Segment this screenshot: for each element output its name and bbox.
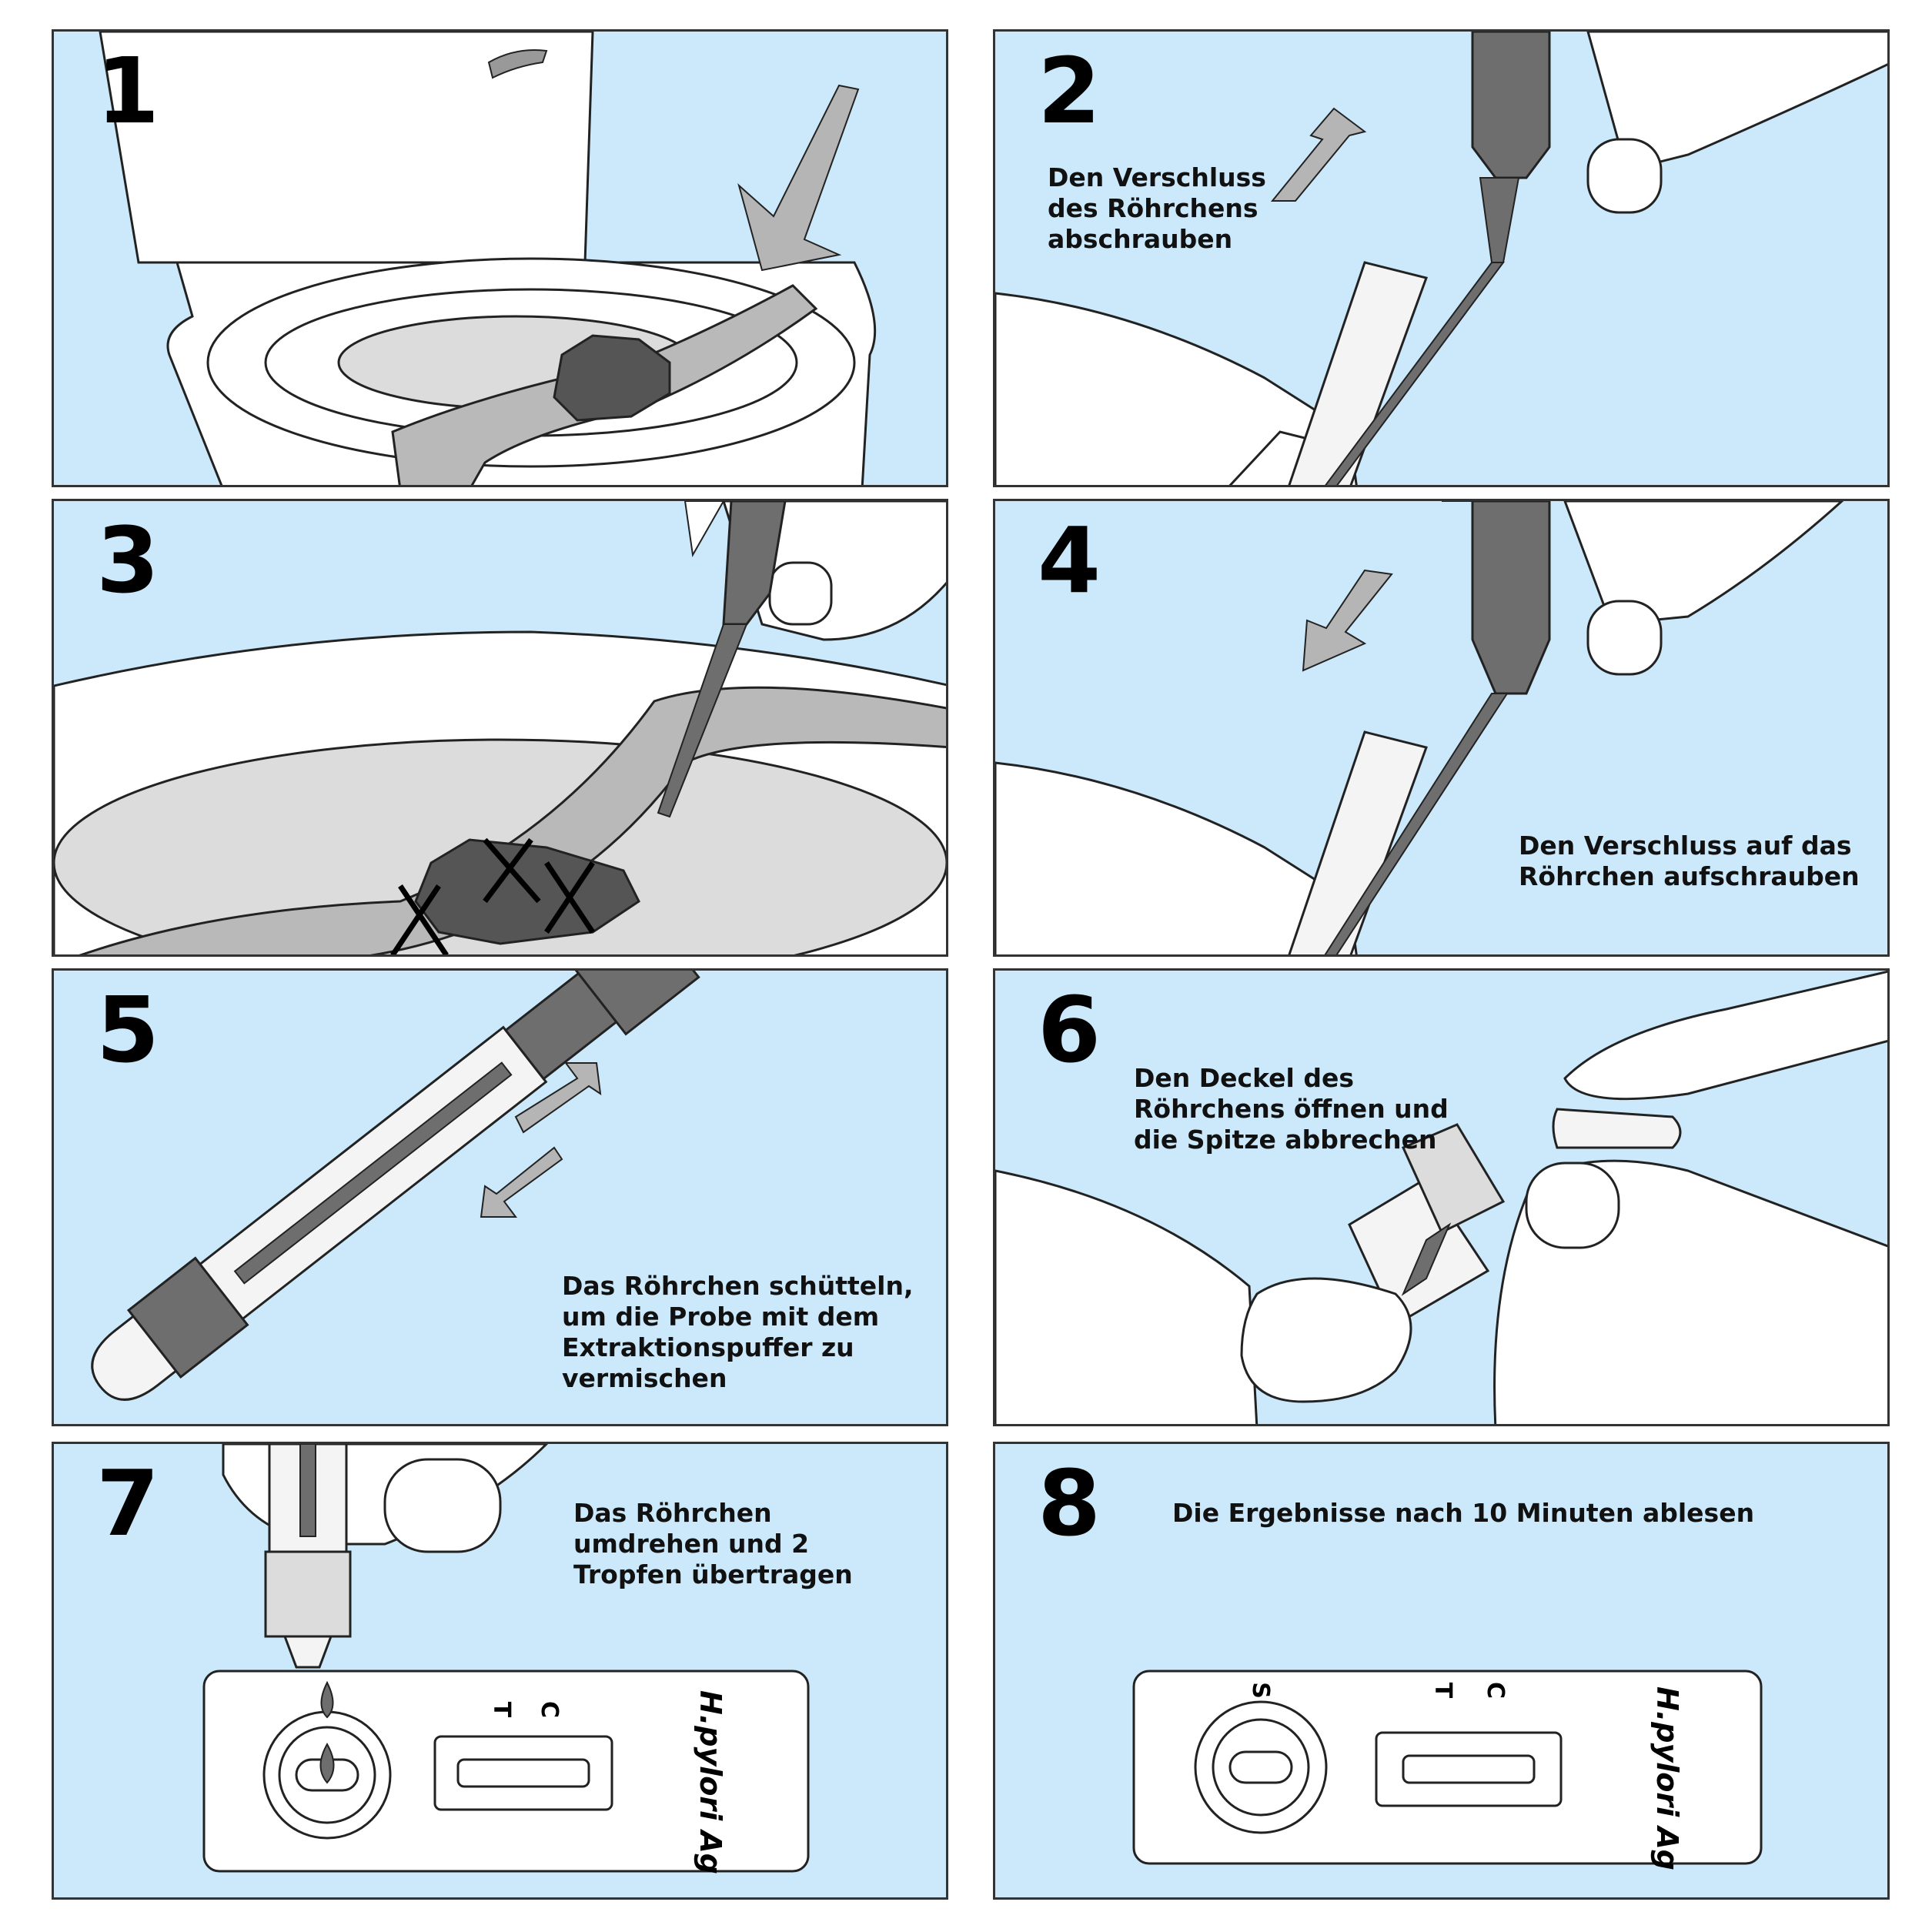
step-1-panel: 1	[52, 29, 948, 487]
up-arrow	[514, 1062, 602, 1134]
down-arrow	[480, 1146, 563, 1218]
down-arrow	[737, 84, 860, 272]
stool-sample	[553, 334, 671, 422]
step-text: Den Verschluss des Röhrchens abschrauben	[1048, 162, 1266, 254]
test-label: T	[488, 1702, 515, 1718]
unscrew-illustration	[995, 32, 1887, 485]
step-text: Die Ergebnisse nach 10 Minuten ablesen	[1172, 1498, 1755, 1528]
down-arrow	[1302, 569, 1393, 672]
step-number: 4	[1038, 507, 1101, 613]
step-4-panel: 4 Den Verschluss auf das Röhrchen aufsch…	[993, 499, 1890, 957]
step-number: 6	[1038, 977, 1101, 1083]
step-number: 1	[96, 38, 160, 144]
open-tip-illustration	[995, 971, 1887, 1424]
drop	[320, 1680, 334, 1719]
step-8-panel: S T C H.pylori Ag 8 Die Ergebnisse nach …	[993, 1442, 1890, 1900]
step-number: 3	[96, 507, 160, 613]
step-text: Das Röhrchen umdrehen und 2 Tropfen über…	[573, 1498, 853, 1589]
step-text: Den Deckel des Röhrchens öffnen und die …	[1134, 1063, 1449, 1155]
screw-on-illustration	[995, 501, 1844, 954]
sample-label: S	[1247, 1682, 1274, 1699]
sampling-marks	[390, 837, 595, 954]
step-text: Das Röhrchen schütteln, um die Probe mit…	[562, 1271, 914, 1393]
control-label: C	[536, 1701, 563, 1718]
step-text: Den Verschluss auf das Röhrchen aufschra…	[1519, 831, 1860, 891]
shake-illustration	[91, 971, 700, 1401]
sampling-illustration	[54, 501, 946, 954]
cassette-brand: H.pylori Ag	[694, 1690, 727, 1874]
drop	[319, 1742, 335, 1784]
toilet-illustration	[99, 32, 877, 485]
step-5-panel: 5 Das Röhrchen schütteln, um die Probe m…	[52, 968, 948, 1426]
control-label: C	[1482, 1682, 1509, 1699]
step-2-panel: 2 Den Verschluss des Röhrchens abschraub…	[993, 29, 1890, 487]
step-number: 2	[1038, 38, 1101, 144]
step-number: 8	[1038, 1450, 1101, 1556]
step-7-panel: T C H.pylori Ag 7 Das Röhrchen umdrehen …	[52, 1442, 948, 1900]
up-arrow	[1270, 107, 1367, 202]
drop-illustration: T C H.pylori Ag	[202, 1444, 810, 1874]
step-number: 5	[96, 977, 160, 1083]
test-label: T	[1429, 1683, 1456, 1699]
result-illustration: S T C H.pylori Ag	[1132, 1670, 1763, 1870]
cassette-brand: H.pylori Ag	[1650, 1686, 1684, 1870]
step-6-panel: 6 Den Deckel des Röhrchens öffnen und di…	[993, 968, 1890, 1426]
step-3-panel: 3	[52, 499, 948, 957]
step-number: 7	[96, 1450, 160, 1556]
